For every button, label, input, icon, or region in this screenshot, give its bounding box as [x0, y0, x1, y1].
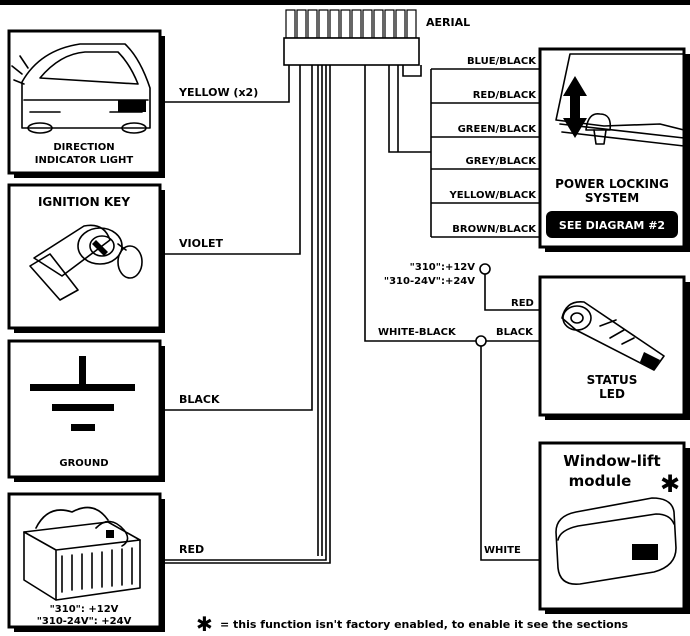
yellow-wire-label: YELLOW (x2) — [178, 86, 258, 99]
brown-black-label: BROWN/BLACK — [452, 224, 537, 235]
led-supply-label-1: "310":+12V — [410, 262, 476, 273]
door-lock-icon — [555, 53, 685, 147]
white-wire — [480, 346, 540, 561]
ground-symbol-icon — [30, 356, 135, 431]
window-lift-title-2: module — [569, 472, 632, 490]
white-wire-label: WHITE — [484, 545, 521, 556]
power-locking-title-2: SYSTEM — [585, 191, 639, 205]
window-lift-title-1: Window-lift — [563, 452, 660, 470]
direction-label-2: INDICATOR LIGHT — [35, 155, 134, 166]
led-black-label: BLACK — [496, 327, 534, 338]
led-red-wire — [484, 274, 540, 311]
power-locking-box: POWER LOCKING SYSTEM SEE DIAGRAM #2 — [538, 47, 690, 252]
grey-black-label: GREY/BLACK — [466, 156, 538, 167]
window-lift-box: Window-lift module ✱ — [538, 441, 690, 614]
battery-icon — [23, 506, 141, 601]
red-wire-label: RED — [179, 543, 204, 556]
black-wire-label: BLACK — [179, 393, 220, 406]
yellow-wire — [160, 65, 290, 103]
red-wire — [160, 65, 331, 564]
led-red-label: RED — [511, 298, 534, 309]
status-led-box: STATUS LED — [538, 275, 690, 420]
battery-box: "310": +12V "310-24V": +24V — [7, 492, 165, 632]
status-led-label-1: STATUS — [587, 373, 638, 387]
green-black-label: GREEN/BLACK — [458, 124, 538, 135]
led-icon — [561, 301, 665, 371]
see-diagram-label: SEE DIAGRAM #2 — [559, 219, 665, 232]
white-black-label: WHITE-BLACK — [378, 327, 457, 338]
footnote-text: = this function isn't factory enabled, t… — [220, 618, 629, 631]
power-locking-title-1: POWER LOCKING — [555, 177, 669, 191]
direction-indicator-box: DIRECTION INDICATOR LIGHT — [7, 29, 165, 178]
ground-box: GROUND — [7, 339, 165, 482]
battery-label-1: "310": +12V — [50, 604, 119, 615]
asterisk-icon: ✱ — [660, 470, 680, 498]
aerial-wire — [402, 65, 422, 77]
led-supply-label-2: "310-24V":+24V — [384, 276, 475, 287]
yellow-black-label: YELLOW/BLACK — [449, 190, 538, 201]
violet-wire-label: VIOLET — [179, 237, 223, 250]
ignition-key-box: IGNITION KEY — [7, 183, 165, 333]
white-black-junction — [475, 335, 487, 347]
blue-black-label: BLUE/BLACK — [467, 56, 537, 67]
top-border — [0, 0, 690, 5]
battery-label-2: "310-24V": +24V — [37, 616, 132, 627]
aerial-label: AERIAL — [426, 16, 470, 29]
direction-label-1: DIRECTION — [53, 142, 114, 153]
module-icon — [555, 497, 677, 585]
ignition-key-icon — [29, 224, 143, 301]
car-icon — [11, 43, 151, 134]
see-diagram-button[interactable] — [546, 211, 678, 238]
black-wire — [160, 65, 313, 411]
led-supply-terminal — [479, 263, 491, 275]
power-locking-wires — [388, 65, 540, 238]
footnote-asterisk-icon: ✱ — [196, 612, 213, 636]
white-black-wire — [364, 65, 476, 342]
violet-wire — [160, 65, 301, 255]
status-led-label-2: LED — [599, 387, 625, 401]
main-connector — [283, 9, 420, 66]
ground-label: GROUND — [59, 458, 108, 469]
harness-wires — [317, 65, 323, 556]
ignition-title: IGNITION KEY — [38, 195, 130, 209]
red-black-label: RED/BLACK — [473, 90, 538, 101]
